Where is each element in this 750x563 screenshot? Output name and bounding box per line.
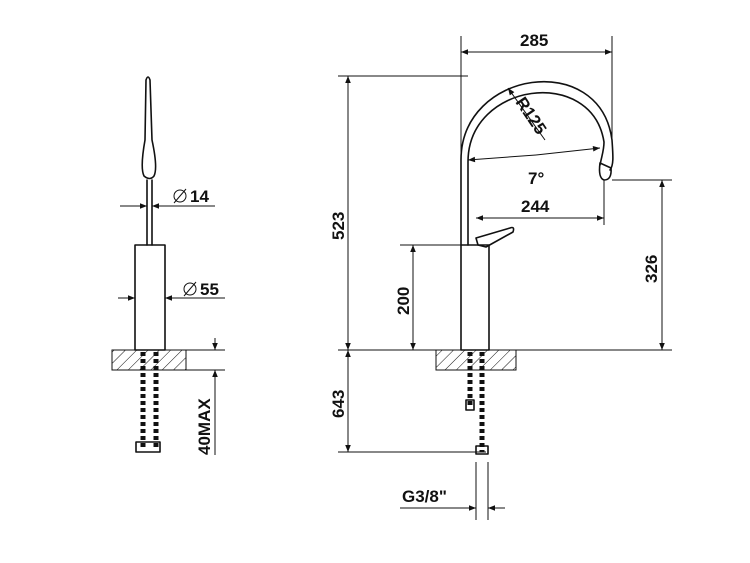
dim-body-height: 200: [394, 287, 413, 315]
dim-angle-arrow-left: [467, 154, 537, 163]
dim-hose-length: 643: [329, 390, 348, 418]
hose-fitting-left: [135, 441, 161, 453]
side-view: 14 55 40MAX: [111, 76, 225, 455]
dim-outlet-height: 326: [642, 255, 661, 283]
dim-total-height: 523: [329, 212, 348, 240]
faucet-body-front: [460, 244, 490, 351]
dim-angle-arrow-right: [535, 145, 601, 156]
dim-radius-arrow: [507, 87, 546, 141]
dim-spout-angle: 7°: [528, 169, 544, 188]
dim-lever-diameter: 14: [190, 187, 209, 206]
deck-hatch-right: [435, 349, 517, 371]
dim-spout-reach: 244: [521, 197, 550, 216]
dim-body-diameter: 55: [200, 280, 219, 299]
dim-spout-radius: R125: [512, 94, 550, 138]
diameter-icon: [183, 281, 197, 297]
dim-spout-width: 285: [520, 31, 548, 50]
diameter-icon: [173, 188, 187, 204]
dim-max-deck: 40MAX: [195, 398, 214, 455]
faucet-body-side: [134, 244, 166, 351]
front-view: 285 R125 7° 244 523 200 326 6: [329, 31, 672, 520]
hose-fitting-long: [475, 445, 489, 455]
spout-tip: [598, 162, 612, 181]
lever-handle: [141, 76, 157, 180]
spout-outer: [460, 80, 614, 246]
dim-inlet-thread: G3/8": [402, 487, 447, 506]
deck-hatch-left: [111, 349, 187, 371]
hose-fitting-short: [465, 399, 475, 411]
lever-front: [475, 226, 515, 248]
spout-inner: [467, 92, 605, 246]
